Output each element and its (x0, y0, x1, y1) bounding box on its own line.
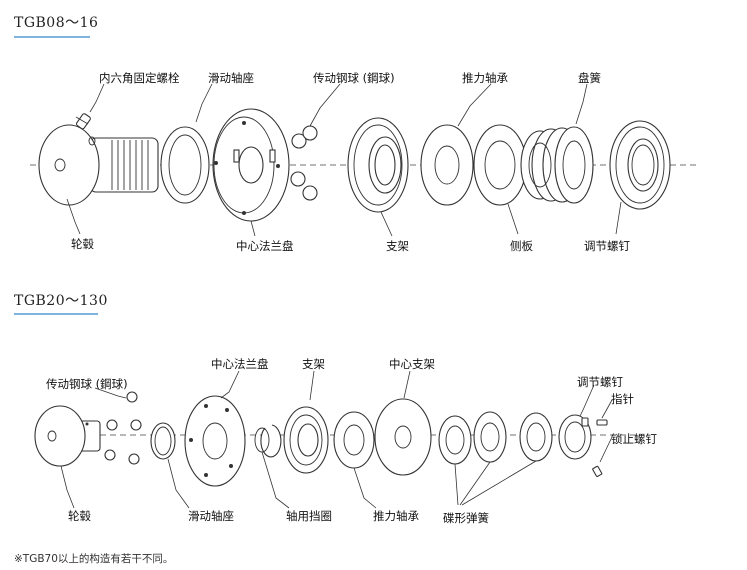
thrust-bearing-part (420, 124, 474, 206)
pointer-part (596, 419, 608, 426)
disc-spring-part (438, 411, 553, 465)
label-thrust-bearing: 推力轴承 (462, 71, 508, 85)
label-adjust-nut: 调节螺钉 (584, 239, 630, 253)
center-support-part (374, 398, 432, 476)
leader-lines (66, 83, 622, 237)
disc-spring-part (520, 126, 594, 204)
label-adjust-nut: 调节螺钉 (577, 375, 623, 389)
label-slide-bearing: 滑动轴座 (208, 71, 254, 85)
label-center-flange: 中心法兰盘 (211, 357, 269, 371)
hub-part (38, 124, 159, 206)
section-title-tgb20-130: TGB20～130 (14, 293, 108, 309)
label-hub: 轮毂 (71, 237, 94, 251)
label-disc-spring: 碟形弹簧 (443, 511, 489, 525)
adjust-nut-part (558, 414, 592, 460)
label-pointer: 指针 (611, 392, 634, 406)
center-flange-part (212, 108, 290, 222)
label-snap-ring: 轴用挡圈 (286, 509, 332, 523)
leader-lines (60, 370, 613, 509)
label-set-screw: 内六角固定螺栓 (99, 71, 180, 85)
label-disc-spring: 盘簧 (578, 71, 601, 85)
label-support: 支架 (386, 239, 409, 253)
thrust-bearing-part (333, 411, 375, 469)
slide-bearing-part (160, 126, 210, 204)
snap-ring-part (254, 424, 282, 458)
label-slide-bearing: 滑动轴座 (188, 509, 234, 523)
label-thrust-bearing: 推力轴承 (373, 509, 419, 523)
steel-balls-part (104, 391, 142, 465)
label-lock-screw: 锁止螺钉 (611, 432, 657, 446)
label-hub: 轮毂 (68, 509, 91, 523)
section-underline (14, 313, 98, 315)
center-flange-part (184, 395, 246, 487)
diagram-tgb20-130 (34, 370, 640, 509)
support-part (283, 406, 329, 474)
hub-part (34, 405, 101, 467)
set-screw-part (75, 113, 91, 130)
section-title-tgb08-16: TGB08～16 (14, 15, 99, 31)
steel-balls-part (290, 125, 318, 201)
adjust-nut-part (609, 120, 671, 210)
support-part (347, 117, 409, 213)
diagram-tgb08-16 (30, 83, 700, 237)
label-center-support: 中心支架 (389, 357, 435, 371)
footnote: ※TGB70以上的构造有若干不同。 (14, 553, 174, 565)
label-side-plate: 侧板 (510, 239, 533, 253)
slide-bearing-part (150, 422, 176, 460)
label-center-flange: 中心法兰盘 (236, 239, 294, 253)
side-plate-part (473, 124, 527, 206)
section-underline (14, 36, 90, 38)
label-steel-ball: 传动钢球 (鋼球) (313, 71, 395, 85)
label-support: 支架 (302, 357, 325, 371)
lock-screw-part (592, 465, 603, 478)
label-steel-ball: 传动钢球 (鋼球) (46, 377, 128, 391)
